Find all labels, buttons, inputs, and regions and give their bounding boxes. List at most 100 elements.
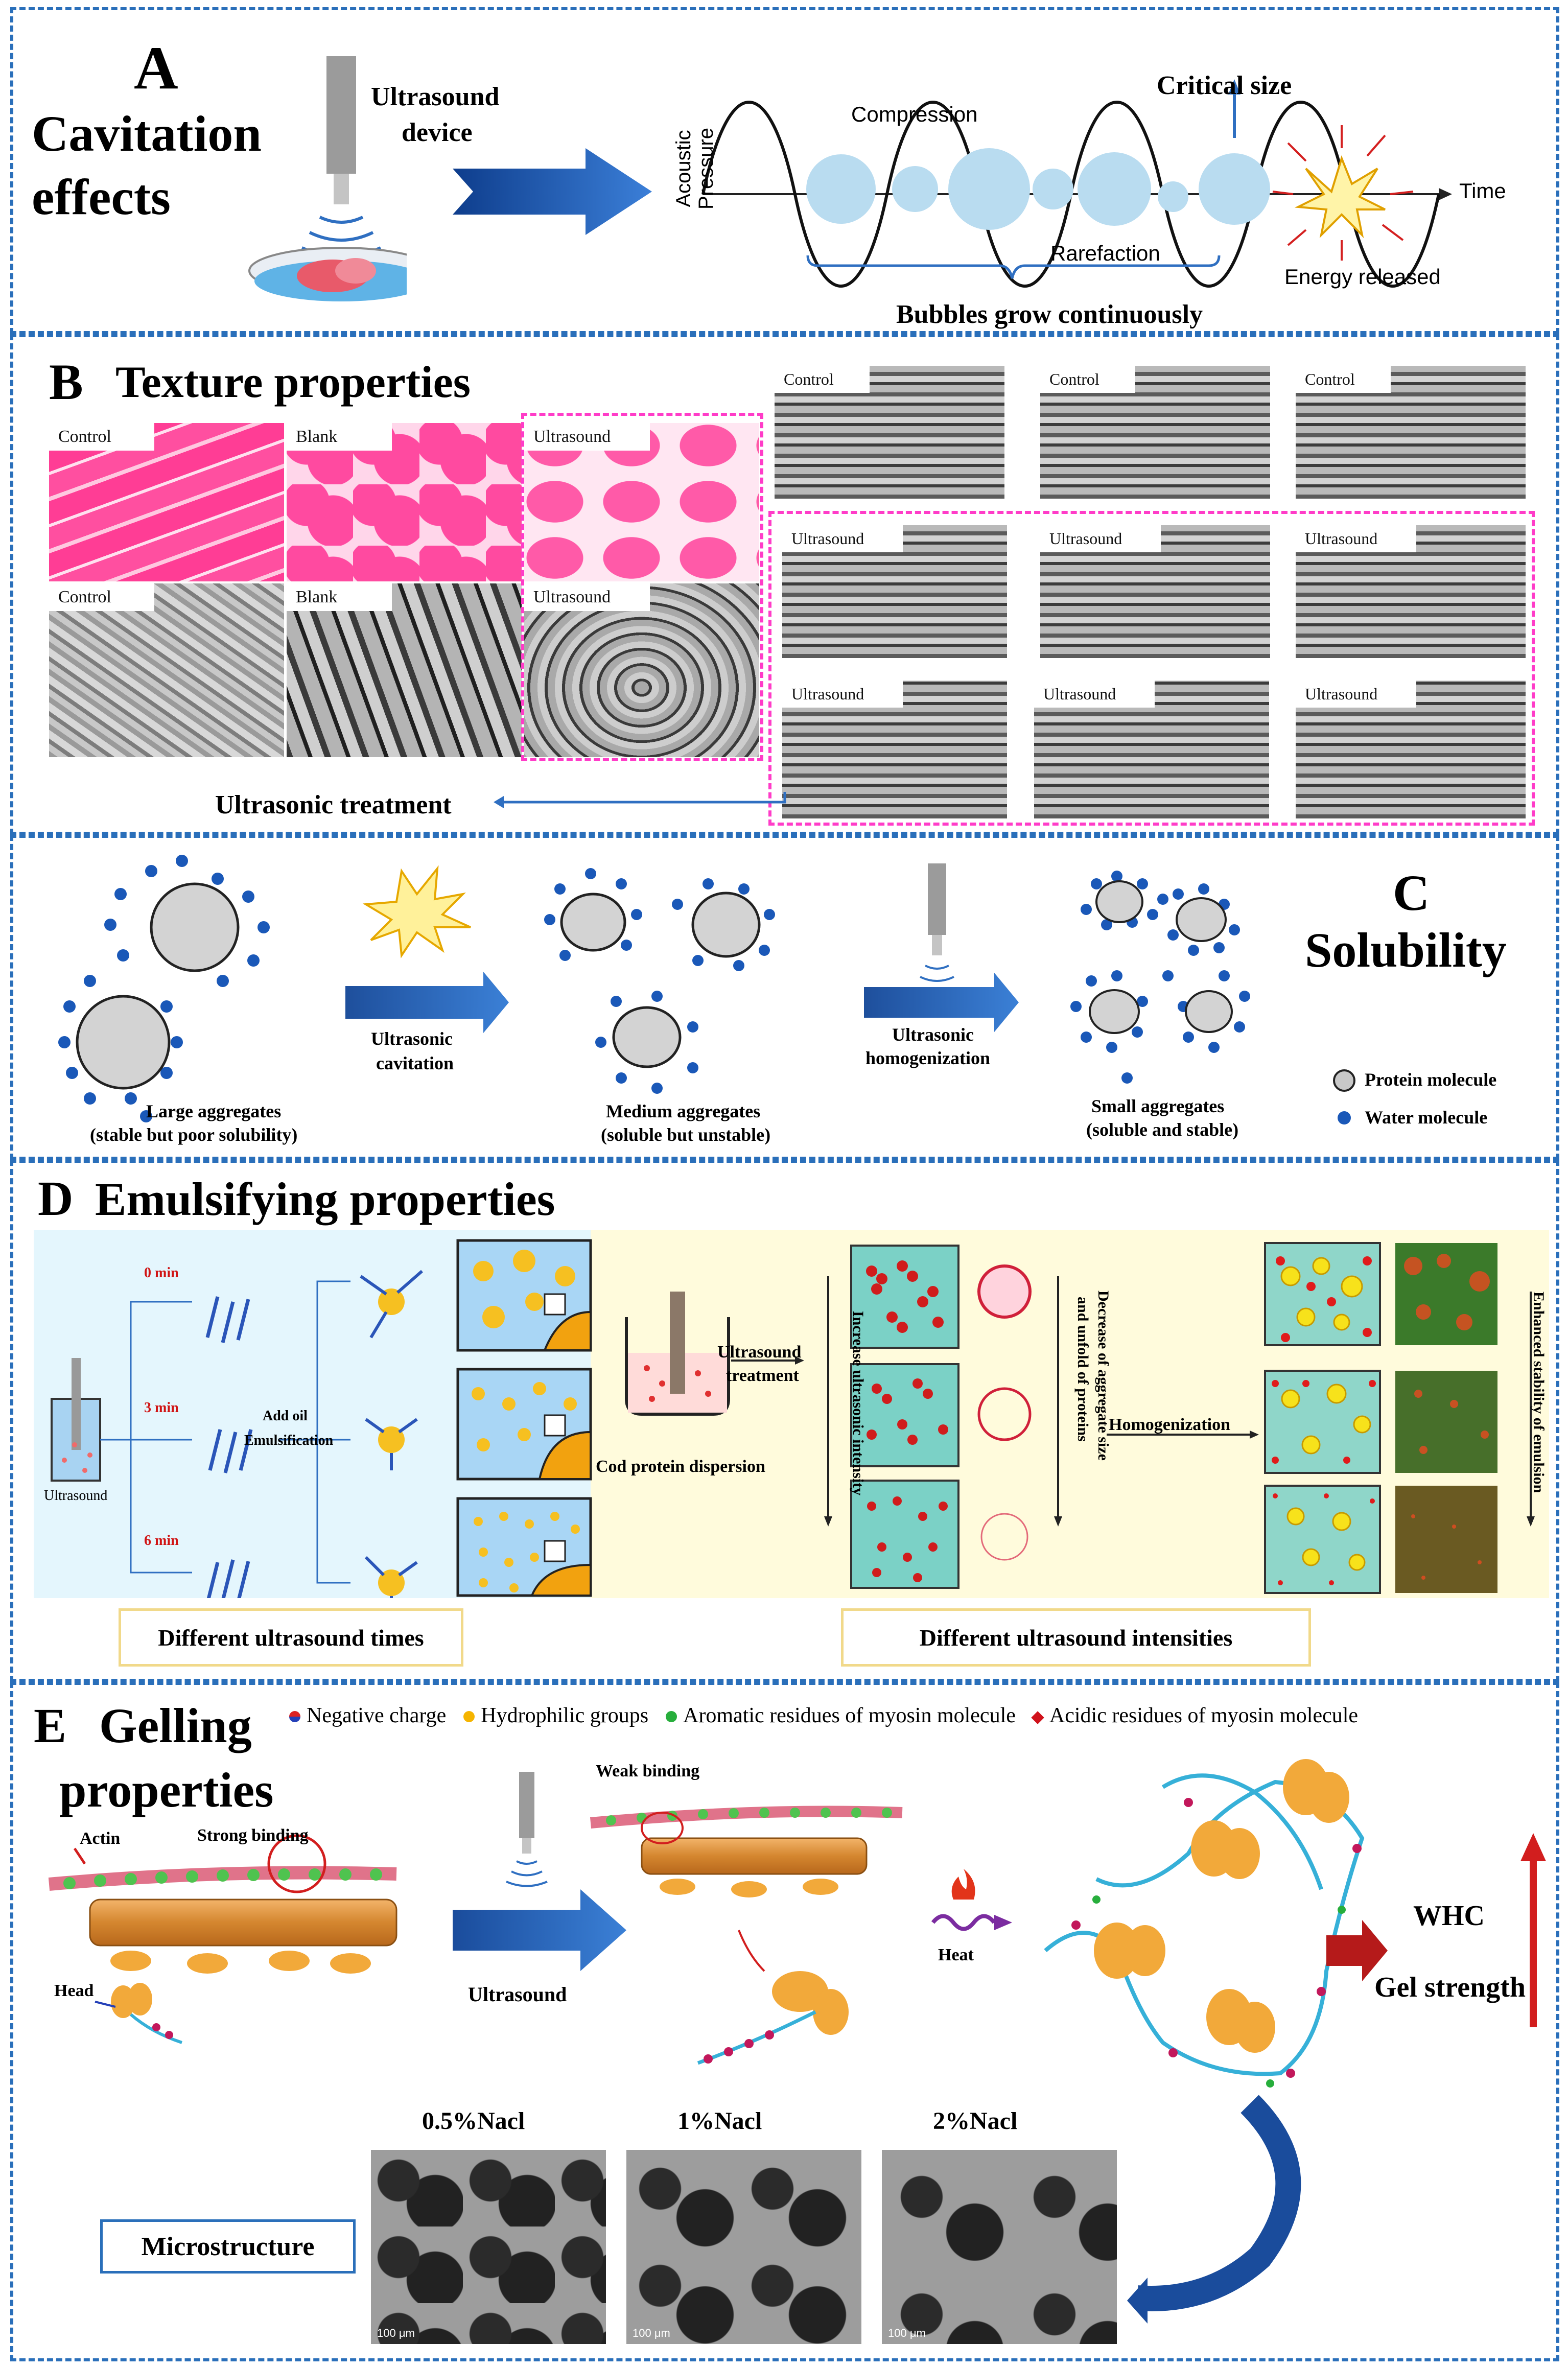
- ultrasound-treatment-label-2: treatment: [726, 1366, 799, 1385]
- solubility-diagram: [58, 855, 1355, 1124]
- strong-binding-label: Strong binding: [197, 1826, 309, 1845]
- microstructure-1-image: 100 μm: [626, 2150, 861, 2344]
- increase-intensity-label: Increase ultrasonic intensity: [850, 1311, 867, 1496]
- cod-protein-label: Cod protein dispersion: [596, 1457, 765, 1476]
- scale-bar-label: 100 μm: [633, 2327, 670, 2339]
- heat-label: Heat: [938, 1946, 974, 1964]
- aromatic-icon: [666, 1711, 677, 1722]
- ultrasound-highlight-right: [768, 511, 1535, 826]
- scale-bar-label: 100 μm: [377, 2327, 415, 2339]
- legend-label: Negative charge: [307, 1704, 447, 1727]
- nacl-label-2: 1%Nacl: [677, 2107, 762, 2135]
- time-3min: 3 min: [144, 1400, 179, 1416]
- legend-hydrophilic: Hydrophilic groups: [463, 1703, 648, 1728]
- legend-negative-charge: Negative charge: [289, 1703, 446, 1728]
- histology-control-image: Control: [49, 423, 284, 581]
- hydrophilic-icon: [463, 1711, 475, 1722]
- time-axis-label: Time: [1459, 179, 1506, 203]
- tag-control: Control: [49, 423, 154, 451]
- gel-legend: Negative charge Hydrophilic groups Aroma…: [289, 1703, 1358, 1728]
- small-aggregates-label-2: (soluble and stable): [1086, 1119, 1239, 1140]
- fiber-control-1: Control: [775, 366, 1004, 499]
- different-times-box: Different ultrasound times: [119, 1608, 463, 1667]
- histology-blank-image: Blank: [287, 423, 522, 581]
- cavitation-wave-graph: [701, 79, 1452, 288]
- time-0min: 0 min: [144, 1265, 179, 1281]
- intensities-background: [591, 1230, 1549, 1598]
- medium-aggregates-label-2: (soluble but unstable): [601, 1124, 771, 1145]
- sem-ultrasound-image: Ultrasound: [524, 583, 759, 757]
- tag-control: Control: [1296, 366, 1391, 393]
- weak-binding-label: Weak binding: [596, 1762, 700, 1780]
- tag-control: Control: [1040, 366, 1135, 393]
- ultrasonic-treatment-label: Ultrasonic treatment: [215, 790, 452, 819]
- large-aggregates-label-2: (stable but poor solubility): [90, 1124, 298, 1145]
- fiber-ultrasound-4: Ultrasound: [782, 681, 1007, 818]
- panel-c: C Solubility Ultrasonic cavitation Ultra…: [10, 835, 1559, 1160]
- tag-ultrasound: Ultrasound: [782, 525, 903, 552]
- panel-b: B Texture properties Control Blank Ultra…: [10, 334, 1559, 835]
- tag-ultrasound: Ultrasound: [782, 681, 903, 708]
- tag-control: Control: [49, 583, 154, 611]
- sem-control-image: Control: [49, 583, 284, 757]
- compression-label: Compression: [851, 102, 978, 126]
- panel-a-title: Cavitation effects: [32, 105, 262, 225]
- actin-label: Actin: [80, 1829, 121, 1848]
- add-oil-label: Add oil: [263, 1408, 308, 1424]
- emulsification-label: Emulsification: [244, 1433, 334, 1448]
- arrow-left-icon: [494, 792, 786, 808]
- legend-label: Acidic residues of myosin molecule: [1049, 1704, 1359, 1727]
- ultrasound-beaker-label: Ultrasound: [44, 1488, 108, 1504]
- decrease-label-2: and unfold of proteins: [1074, 1297, 1091, 1442]
- cavitation-label-2: cavitation: [376, 1053, 454, 1073]
- histology-ultrasound-image: Ultrasound: [524, 423, 759, 581]
- energy-released-label: Energy released: [1284, 265, 1441, 289]
- panel-e-title-2: properties: [59, 1763, 274, 1817]
- whc-label: WHC: [1413, 1900, 1485, 1932]
- fiber-ultrasound-2: Ultrasound: [1040, 525, 1270, 658]
- panel-a-letter: A: [134, 34, 178, 102]
- tag-ultrasound: Ultrasound: [524, 583, 650, 611]
- homog-label-1: Ultrasonic: [892, 1024, 974, 1045]
- legend-label: Aromatic residues of myosin molecule: [683, 1704, 1016, 1727]
- emulsifying-diagram: [51, 1239, 1535, 1598]
- negative-charge-icon: [289, 1711, 300, 1722]
- homogenization-label: Homogenization: [1109, 1415, 1230, 1434]
- ultrasound-arrow-label: Ultrasound: [468, 1983, 567, 2006]
- tag-blank: Blank: [287, 423, 392, 451]
- panel-b-letter: B: [49, 354, 83, 410]
- legend-protein-label: Protein molecule: [1365, 1069, 1497, 1090]
- acoustic-label-1: Acoustic: [672, 130, 695, 207]
- microstructure-0-5-image: 100 μm: [371, 2150, 606, 2344]
- fiber-ultrasound-3: Ultrasound: [1296, 525, 1526, 658]
- tag-ultrasound: Ultrasound: [524, 423, 650, 451]
- acoustic-pressure-label: Acoustic Pressure: [672, 112, 717, 225]
- ultrasound-highlight-left: [521, 413, 763, 761]
- legend-aromatic: Aromatic residues of myosin molecule: [666, 1703, 1016, 1728]
- fiber-control-3: Control: [1296, 366, 1526, 499]
- tag-control: Control: [775, 366, 870, 393]
- critical-size-label: Critical size: [1157, 71, 1292, 100]
- scale-bar-label: 100 μm: [888, 2327, 926, 2339]
- tag-ultrasound: Ultrasound: [1296, 681, 1416, 708]
- large-aggregates-label-1: Large aggregates: [146, 1101, 282, 1121]
- panel-b-title: Texture properties: [115, 358, 471, 407]
- different-intensities-box: Different ultrasound intensities: [841, 1608, 1311, 1667]
- rarefaction-label: Rarefaction: [1050, 241, 1160, 265]
- legend-acidic: Acidic residues of myosin molecule: [1031, 1703, 1359, 1728]
- panel-c-title: Solubility: [1305, 923, 1507, 977]
- panel-c-letter: C: [1393, 864, 1430, 921]
- fiber-ultrasound-1: Ultrasound: [782, 525, 1007, 658]
- microstructure-box: Microstructure: [100, 2219, 356, 2274]
- panel-e-letter: E: [34, 1698, 67, 1753]
- head-label: Head: [54, 1981, 94, 2000]
- nacl-label-1: 0.5%Nacl: [422, 2107, 525, 2135]
- panel-e: E Gelling properties Negative charge Hyd…: [10, 1682, 1559, 2361]
- panel-e-title-1: Gelling: [99, 1698, 252, 1753]
- tag-ultrasound: Ultrasound: [1296, 525, 1416, 552]
- tag-blank: Blank: [287, 583, 392, 611]
- panel-d: D Emulsifying properties: [10, 1160, 1559, 1682]
- microstructure-2-image: 100 μm: [882, 2150, 1117, 2344]
- tag-ultrasound: Ultrasound: [1034, 681, 1155, 708]
- acoustic-label-2: Pressure: [695, 127, 717, 210]
